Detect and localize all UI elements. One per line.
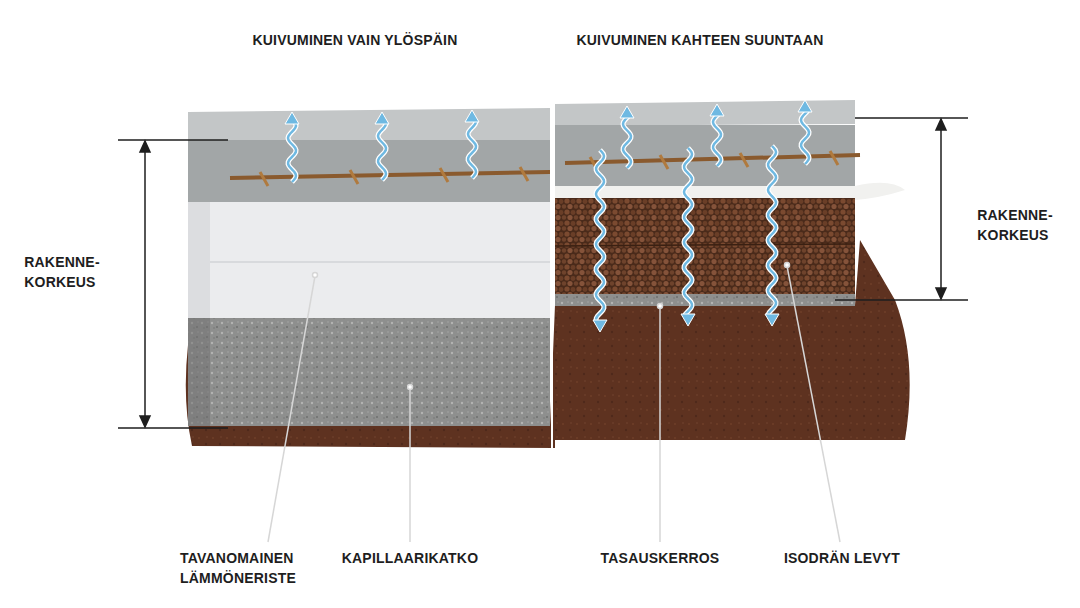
slab-top [555,100,855,126]
moisture-wave [713,114,721,166]
capillary-break [188,318,550,426]
moisture-wave [468,120,476,178]
dimension-label: RAKENNE- KORKEUS [977,205,1053,245]
dimension-label: RAKENNE- KORKEUS [24,252,100,292]
moisture-arrowhead [620,106,634,118]
moisture-arrowhead [593,320,607,332]
moisture-arrowhead [798,100,812,112]
dimension-lines [118,118,968,428]
rebar [565,155,860,163]
moisture-wave [623,116,631,168]
rebar-cross [260,167,528,186]
moisture-wave [801,110,809,164]
part-label: ISODRÄN LEVYT [784,548,900,568]
moisture-arrows [285,100,812,332]
moisture-wave [684,148,692,316]
moisture-wave [768,146,776,316]
moisture-wave [378,122,386,180]
moisture-arrowhead [465,110,479,122]
moisture-wave [468,120,476,178]
column-heading: KUIVUMINEN KAHTEEN SUUNTAAN [576,30,823,50]
moisture-wave [596,150,604,322]
moisture-wave [713,114,721,166]
moisture-wave [768,146,776,316]
moisture-wave [288,122,296,182]
moisture-arrowhead [765,314,779,326]
leader-lines [268,263,840,543]
moisture-wave [801,110,809,164]
moisture-wave [684,148,692,316]
moisture-arrowhead [285,112,299,124]
moisture-arrowhead [710,104,724,116]
moisture-arrowhead [375,112,389,124]
part-label: TASAUSKERROS [601,548,720,568]
part-label: KAPILLAARIKATKO [342,548,479,568]
slab-front [188,140,550,202]
column-heading: KUIVUMINEN VAIN YLÖSPÄIN [253,30,458,50]
slab-top [188,108,550,140]
moisture-arrowhead [681,314,695,326]
moisture-wave [623,116,631,168]
rebar [230,172,550,178]
part-label: TAVANOMAINEN LÄMMÖNERISTE [180,548,296,588]
moisture-wave [288,122,296,182]
moisture-wave [596,150,604,322]
insulation [188,202,550,328]
moisture-wave [378,122,386,180]
